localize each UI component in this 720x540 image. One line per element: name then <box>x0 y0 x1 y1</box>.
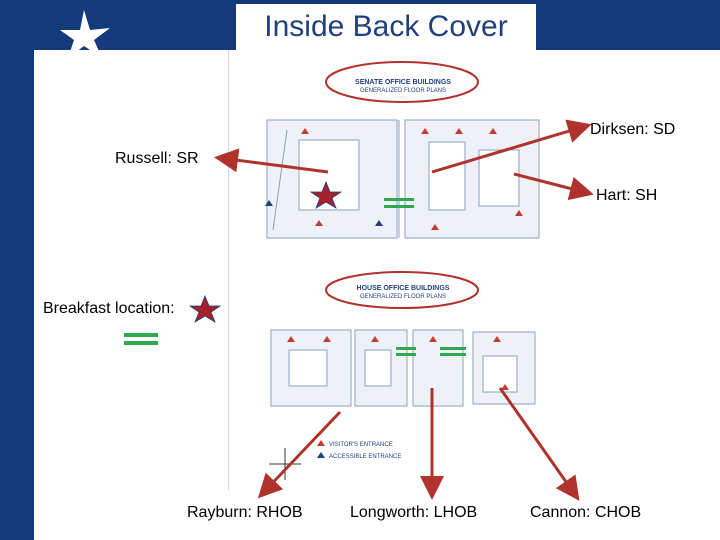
compass-icon <box>269 448 301 480</box>
dirksen-label: Dirksen: SD <box>590 121 676 138</box>
hart-label: Hart: SH <box>596 187 658 204</box>
house-entrance-markers <box>287 336 509 390</box>
senate-floor-plan <box>266 119 540 239</box>
floor-plans-map: SENATE OFFICE BUILDINGS GENERALIZED FLOO… <box>265 79 540 480</box>
house-map-subtitle: GENERALIZED FLOOR PLANS <box>360 294 446 300</box>
legend-visitor: VISITOR'S ENTRANCE <box>329 442 393 448</box>
dirksen-arrow <box>431 119 592 174</box>
logo-line2: for the <box>50 82 68 88</box>
cannon-label: Cannon: CHOB <box>530 504 642 521</box>
senate-map-title: SENATE OFFICE BUILDINGS <box>355 79 451 86</box>
rayburn-label: Rayburn: RHOB <box>187 504 303 521</box>
breakfast-legend-star-icon <box>188 294 222 323</box>
americans-for-the-arts-logo: AMERICANS for the ARTS <box>50 10 128 96</box>
house-title-highlight <box>325 271 479 309</box>
page-title: Inside Back Cover <box>236 4 536 50</box>
senate-entrance-markers <box>301 128 523 230</box>
tunnel-label: Tunnel: <box>48 330 101 347</box>
senate-title-highlight <box>325 61 479 103</box>
cannon-arrow <box>498 387 580 501</box>
tunnel-marks <box>384 198 466 356</box>
house-floor-plan <box>270 329 536 407</box>
logo-line3: ARTS <box>68 72 128 96</box>
hint-note: Hint: Office numbers refer to floors <box>48 362 166 421</box>
russell-arrow <box>214 148 329 174</box>
accessible-entrance-marker-icon <box>317 452 325 458</box>
tunnel-legend-icon <box>124 333 158 345</box>
pointer-arrows <box>214 119 594 501</box>
legend-accessible: ACCESSIBLE ENTRANCE <box>329 454 401 460</box>
longworth-label: Longworth: LHOB <box>350 504 478 521</box>
hart-arrow <box>513 172 594 201</box>
house-map-title: HOUSE OFFICE BUILDINGS <box>357 285 450 292</box>
senate-map-subtitle: GENERALIZED FLOOR PLANS <box>360 88 446 94</box>
breakfast-star-icon <box>309 180 343 209</box>
logo-line1: AMERICANS <box>50 61 117 73</box>
breakfast-location-label: Breakfast location: <box>40 300 178 318</box>
visitor-entrance-marker-icon <box>317 440 325 446</box>
russell-label: Russell: SR <box>115 150 199 167</box>
rayburn-arrow <box>257 410 342 499</box>
left-sidebar-band <box>0 0 34 540</box>
logo-star-icon <box>60 10 110 58</box>
